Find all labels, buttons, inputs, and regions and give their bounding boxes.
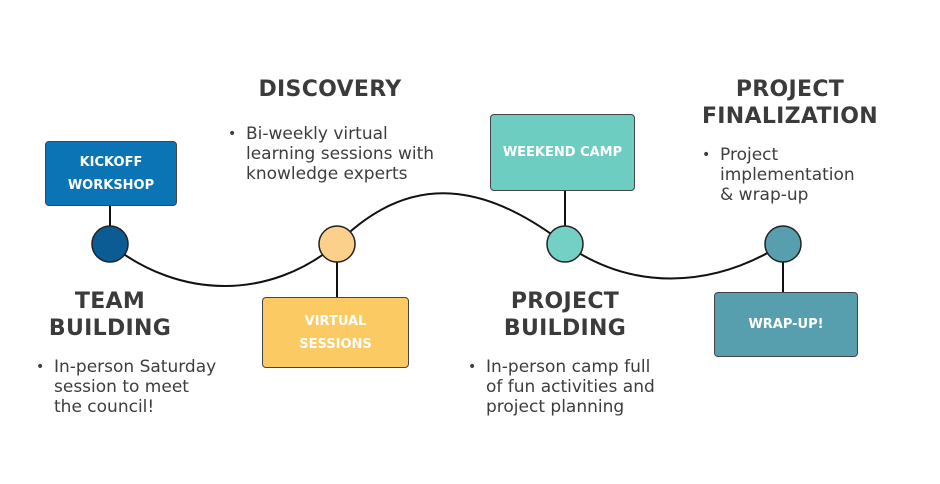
virtual-sessions-box: VIRTUAL SESSIONS	[262, 297, 409, 368]
heading-team-building: TEAM BUILDING	[48, 289, 172, 341]
bullet-glyph: •	[468, 359, 477, 375]
bullet-text: Bi-weekly virtual learning sessions with…	[246, 124, 435, 184]
milestone-dot-wrap	[764, 225, 802, 263]
bullet-glyph: •	[36, 359, 45, 375]
kickoff-workshop-box: KICKOFF WORKSHOP	[45, 141, 177, 206]
timeline-curve	[109, 192, 784, 287]
bullet-text: In-person Saturday session to meet the c…	[54, 357, 217, 417]
bullet-team-building: • In-person Saturday session to meet the…	[34, 357, 254, 417]
bullet-text: In-person camp full of fun activities an…	[486, 357, 655, 417]
heading-project-building: PROJECT BUILDING	[503, 289, 627, 341]
bullet-project-finalization: • Project implementation & wrap-up	[700, 145, 900, 205]
milestone-dot-virtual	[318, 225, 356, 263]
heading-discovery: DISCOVERY	[258, 77, 402, 102]
heading-project-finalization: PROJECT FINALIZATION	[701, 77, 879, 129]
bullet-project-building: • In-person camp full of fun activities …	[466, 357, 696, 417]
milestone-dot-camp	[546, 225, 584, 263]
bullet-text: Project implementation & wrap-up	[720, 145, 855, 205]
bullet-discovery: • Bi-weekly virtual learning sessions wi…	[226, 124, 466, 184]
milestone-dot-kickoff	[91, 225, 129, 263]
bullet-glyph: •	[702, 147, 711, 163]
bullet-glyph: •	[228, 126, 237, 142]
wrap-up-box: WRAP-UP!	[714, 292, 858, 357]
weekend-camp-box: WEEKEND CAMP	[490, 114, 635, 191]
